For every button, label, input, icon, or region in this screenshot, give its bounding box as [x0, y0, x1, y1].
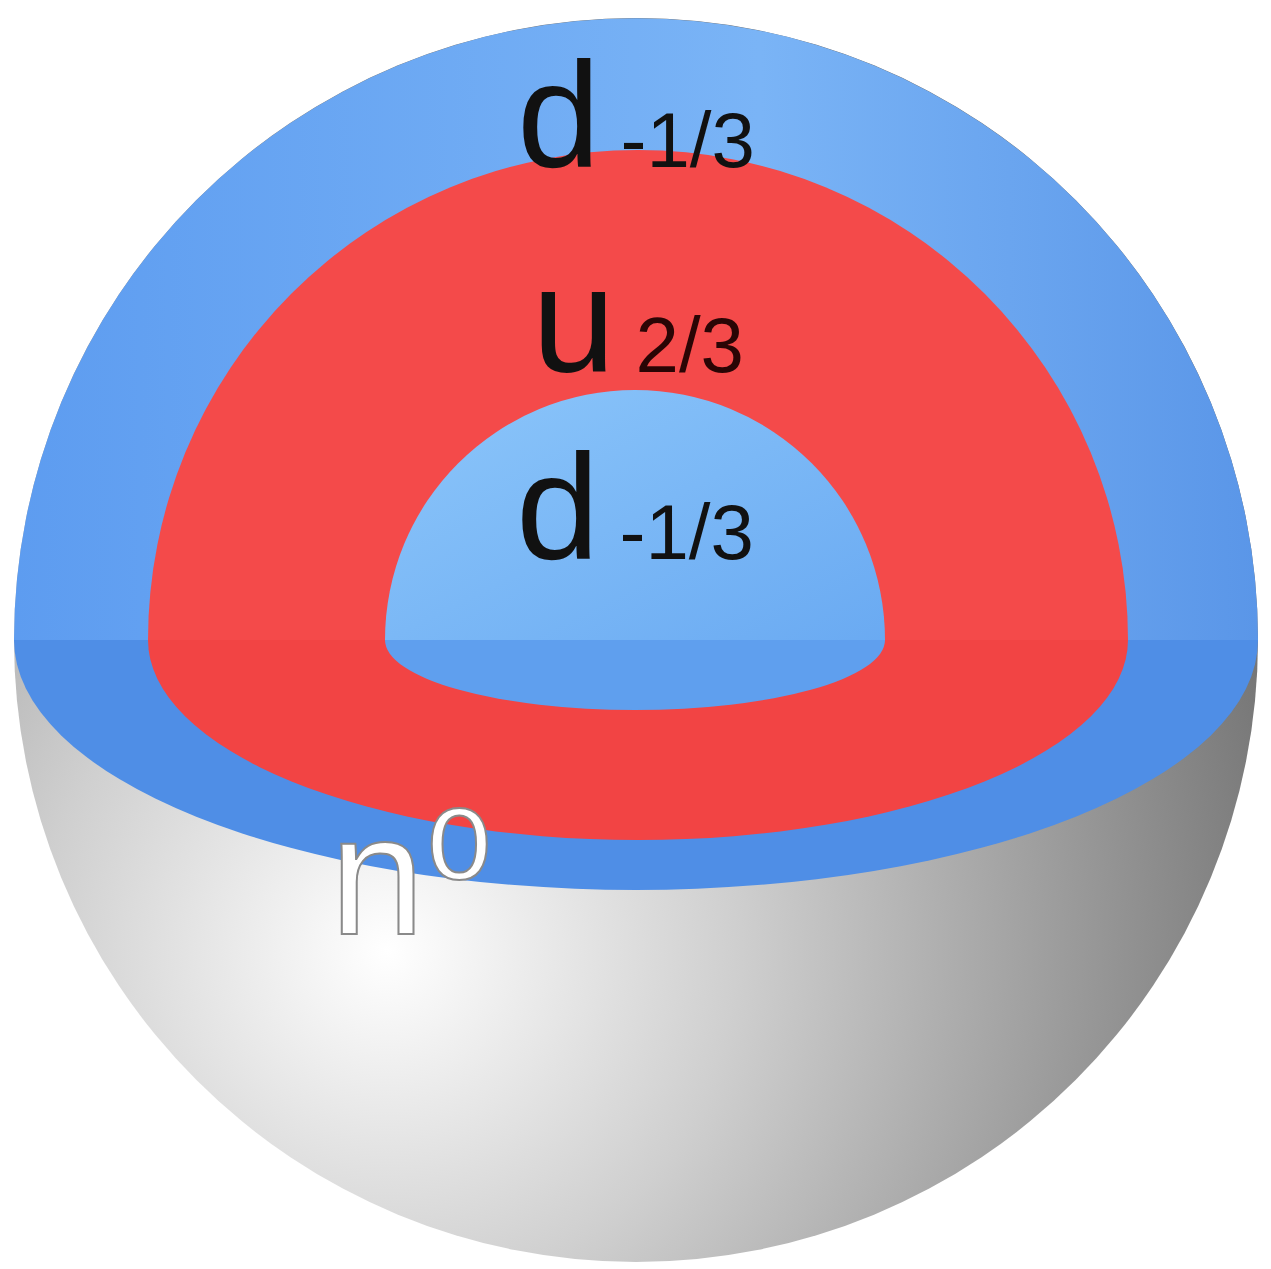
- quark-charge: 2/3: [636, 306, 744, 384]
- quark-charge: -1/3: [620, 493, 754, 571]
- quark-label-row: u 2/3: [148, 245, 1128, 395]
- quark-label-row: d -1/3: [14, 40, 1258, 190]
- quark-shell: d -1/3: [385, 390, 885, 638]
- particle-symbol: n⁰: [330, 790, 493, 960]
- outer-shell: [14, 18, 1258, 640]
- sphere-body: [14, 18, 1258, 1262]
- quark-letter: u: [532, 245, 615, 395]
- quark-letter: d: [517, 40, 600, 190]
- quark-shell: u 2/3 d -1/3: [148, 150, 1128, 638]
- inner-core: [385, 390, 885, 640]
- quark-shell: d-1/3u2/3d-1/3: [14, 18, 1258, 638]
- cut-face-inner: [385, 640, 885, 710]
- cut-face-middle: [148, 640, 1128, 840]
- quark-charge: -1/3: [621, 101, 755, 179]
- quark-letter: d: [516, 432, 599, 582]
- middle-shell: [148, 150, 1128, 640]
- quark-label-row: d -1/3: [385, 432, 885, 582]
- cut-face-outer: [14, 640, 1258, 890]
